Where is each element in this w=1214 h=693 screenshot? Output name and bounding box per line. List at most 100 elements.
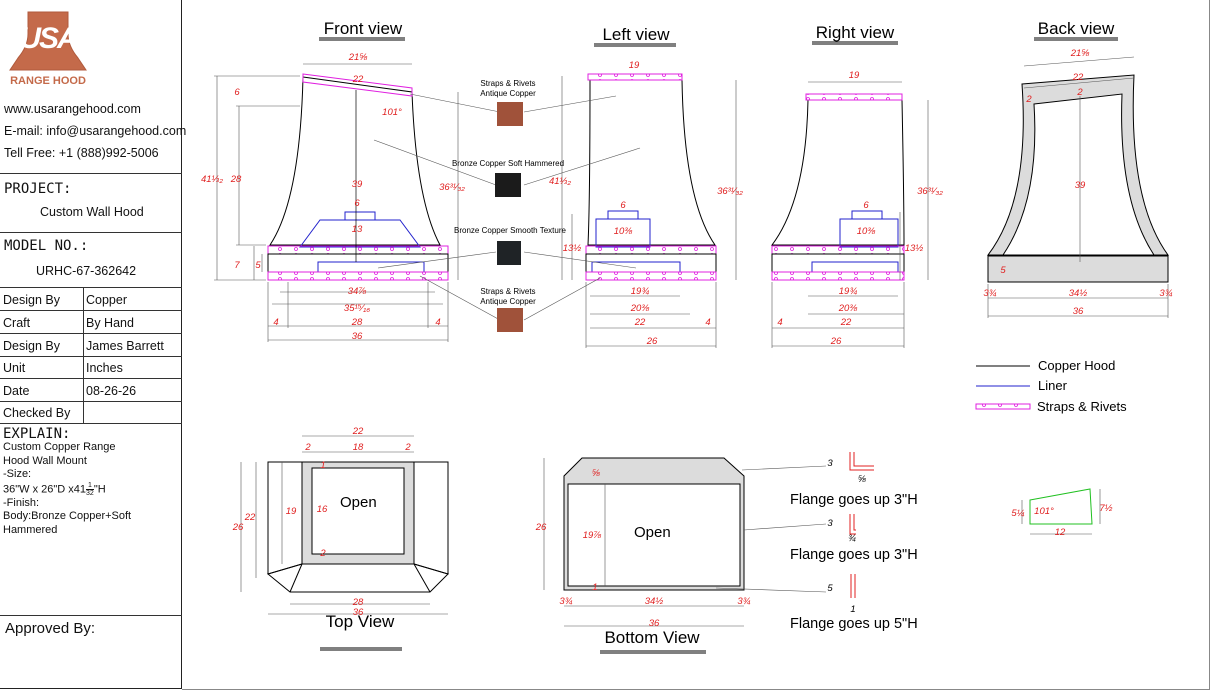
dimension-label: 10⅜ (857, 226, 876, 237)
swatch-label: Antique Copper (480, 89, 536, 98)
divider (0, 310, 182, 311)
project-value: Custom Wall Hood (40, 205, 144, 219)
logo-subtitle: RANGE HOOD (10, 75, 86, 87)
legend-straps-rivets: Straps & Rivets (1037, 399, 1127, 414)
dimension-label: 3¾ (737, 596, 750, 607)
dimension-label: ⅝ (592, 468, 600, 479)
swatch-label: Antique Copper (480, 297, 536, 306)
dimension-label: ⅝ (858, 474, 866, 485)
dimension-label: 5 (1000, 265, 1006, 276)
flange-note: Flange goes up 3"H (790, 547, 918, 563)
approved-by: Approved By: (5, 620, 96, 637)
dimension-label: 22 (352, 426, 364, 437)
dimension-label: 22 (840, 317, 852, 328)
dimension-label: 13 (352, 224, 363, 235)
top-view: Top View (240, 435, 449, 651)
logo-letters: USA (19, 22, 77, 55)
spec-column-divider (83, 287, 84, 423)
dimension-label: 26 (646, 336, 658, 347)
swatch-label: Straps & Rivets (480, 287, 535, 296)
legend-copper-hood: Copper Hood (1038, 358, 1115, 373)
dimension-label: 34⅞ (348, 286, 367, 297)
dimension-label: 20⅜ (630, 303, 650, 314)
spec-label: Date (3, 384, 30, 398)
dimension-label: 22 (244, 512, 256, 523)
dimension-label: 36³¹⁄₃₂ (439, 182, 465, 193)
dimension-label: 5¼ (1011, 508, 1024, 519)
spec-label: Craft (3, 316, 31, 330)
dimension-label: 18 (353, 442, 364, 453)
website-link[interactable]: www.usarangehood.com (4, 102, 141, 116)
dimension-label: 16 (317, 504, 328, 515)
dimension-label: 6 (863, 200, 869, 211)
dimension-label: 2 (1025, 94, 1032, 105)
dimension-label: 4 (435, 317, 440, 328)
dimension-label: 4 (705, 317, 710, 328)
dimension-label: 36³¹⁄₃₂ (917, 186, 943, 197)
divider (0, 173, 182, 174)
explain-line: Custom Copper Range (3, 441, 116, 453)
project-label: PROJECT: (4, 181, 72, 197)
bottom-view: Bottom View (543, 457, 827, 654)
dimension-label: 1 (850, 604, 855, 615)
dimension-label: 36³¹⁄₃₂ (717, 186, 743, 197)
dimension-label: 13½ (563, 243, 582, 254)
spec-label: Unit (3, 361, 26, 375)
divider (0, 378, 182, 379)
dimension-label: 7½ (1099, 503, 1112, 514)
dimension-label: 12 (1055, 527, 1066, 538)
explain-size: 36"W x 26"D x41 (3, 482, 87, 495)
angle-detail (1021, 488, 1101, 535)
dimension-label: 22 (352, 74, 364, 85)
spec-value: James Barrett (86, 339, 164, 353)
flange-note: Flange goes up 3"H (790, 492, 918, 508)
dimension-label: 35¹⁵⁄₁₆ (344, 303, 370, 314)
email-link[interactable]: E-mail: info@usarangehood.com (4, 124, 187, 138)
fraction-denominator: 32 (86, 489, 94, 497)
dimension-label: 22 (634, 317, 646, 328)
dimension-label: 6 (354, 198, 360, 209)
back-view: Back view (986, 19, 1169, 318)
usa-range-hood-logo: USA RANGE HOOD (6, 6, 90, 90)
dimension-label: 3 (827, 518, 833, 529)
dimension-label: 13½ (905, 243, 924, 254)
legend (975, 365, 1031, 410)
flange-details (849, 452, 874, 598)
antique-copper-swatch (497, 308, 523, 332)
dimension-label: 36 (1073, 306, 1084, 317)
phone-number: Tell Free: +1 (888)992-5006 (4, 146, 159, 160)
bottom-view-title: Bottom View (604, 628, 700, 647)
dimension-label: 19 (286, 506, 297, 517)
explain-size-unit: "H (93, 482, 106, 495)
dimension-label: 19¾ (839, 286, 858, 297)
spec-value: 08-26-26 (86, 384, 137, 398)
dimension-label: 26 (830, 336, 842, 347)
dimension-label: 36 (353, 607, 364, 618)
back-view-title: Back view (1038, 19, 1115, 38)
dimension-label: 5 (255, 260, 261, 271)
explain-line: Body:Bronze Copper+Soft (3, 510, 132, 522)
dimension-label: 19 (849, 70, 860, 81)
divider (0, 287, 182, 288)
left-view: Left view (523, 25, 737, 348)
spec-label: Design By (3, 339, 60, 353)
smooth-texture-swatch (497, 241, 521, 265)
dimension-label: 34½ (645, 596, 664, 607)
explain-label: EXPLAIN: (3, 426, 71, 442)
explain-text: Custom Copper Range Hood Wall Mount -Siz… (3, 441, 179, 537)
model-label: MODEL NO.: (4, 238, 89, 254)
dimension-label: 19¾ (631, 286, 650, 297)
dimension-label: 3¾ (1159, 288, 1172, 299)
dimension-label: 19⅞ (583, 530, 602, 541)
soft-hammered-swatch (495, 173, 521, 197)
divider (0, 356, 182, 357)
dimension-label: 2 (404, 442, 411, 453)
dimension-label: 21⅝ (348, 52, 368, 63)
right-view: Right view (770, 23, 929, 348)
divider (0, 232, 182, 233)
dimension-label: 10⅜ (614, 226, 633, 237)
dimension-label: 22 (1072, 72, 1084, 83)
spec-value: Inches (86, 361, 123, 375)
